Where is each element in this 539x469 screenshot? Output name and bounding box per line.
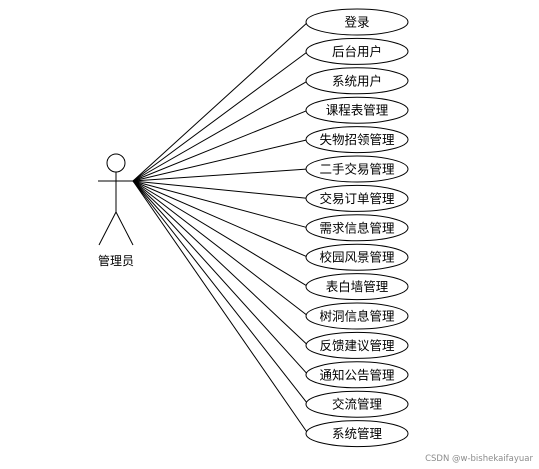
association-lines xyxy=(132,21,309,434)
use-case: 系统用户 xyxy=(305,67,409,95)
use-case-label: 通知公告管理 xyxy=(319,367,395,382)
use-case-label: 表白墙管理 xyxy=(326,279,389,294)
association-line xyxy=(132,109,309,182)
actor-left-leg xyxy=(98,211,117,246)
association-line xyxy=(132,21,309,182)
association-line xyxy=(132,180,309,199)
use-case: 交易订单管理 xyxy=(305,184,409,212)
use-case-label: 交易订单管理 xyxy=(319,191,395,206)
association-line xyxy=(132,139,309,182)
association-line xyxy=(132,180,309,288)
use-case-label: 失物招领管理 xyxy=(319,132,395,147)
use-case-label: 课程表管理 xyxy=(326,103,389,118)
association-line xyxy=(132,180,309,405)
association-line xyxy=(132,168,309,182)
use-case-label: 交流管理 xyxy=(332,397,383,412)
use-case-ellipse xyxy=(305,96,409,124)
use-case-label: 登录 xyxy=(344,15,369,30)
use-case: 登录 xyxy=(305,8,409,36)
association-line xyxy=(132,180,309,376)
use-case-ellipse xyxy=(305,8,409,36)
use-case-label: 后台用户 xyxy=(332,44,382,59)
use-case: 树洞信息管理 xyxy=(305,302,409,330)
association-line xyxy=(132,180,309,258)
actor-label: 管理员 xyxy=(98,253,134,268)
association-line xyxy=(132,50,309,182)
association-line xyxy=(132,180,309,229)
association-line xyxy=(132,180,309,346)
association-line xyxy=(132,80,309,182)
use-case: 校园风景管理 xyxy=(305,243,409,271)
use-case-label: 树洞信息管理 xyxy=(319,309,395,324)
use-case-ellipse xyxy=(305,273,409,301)
use-case: 反馈建议管理 xyxy=(305,331,409,359)
use-case: 二手交易管理 xyxy=(305,155,409,183)
use-case: 课程表管理 xyxy=(305,96,409,124)
use-case-label: 二手交易管理 xyxy=(319,162,395,177)
use-case-label: 反馈建议管理 xyxy=(319,338,395,353)
use-case-ellipse xyxy=(305,420,409,448)
use-case: 通知公告管理 xyxy=(305,361,409,389)
use-case-ellipse xyxy=(305,184,409,212)
use-case-ellipse xyxy=(305,37,409,65)
use-case-ellipse xyxy=(305,361,409,389)
watermark-text: CSDN @w-bishekaifayuar xyxy=(425,454,533,464)
use-case-label: 系统管理 xyxy=(332,426,383,441)
use-case-ellipse xyxy=(305,243,409,271)
use-case-list: 登录后台用户系统用户课程表管理失物招领管理二手交易管理交易订单管理需求信息管理校… xyxy=(305,8,409,448)
use-case: 失物招领管理 xyxy=(305,126,409,154)
use-case: 需求信息管理 xyxy=(305,214,409,242)
use-case-ellipse xyxy=(305,302,409,330)
association-line xyxy=(132,180,309,317)
use-case: 系统管理 xyxy=(305,420,409,448)
actor-right-leg xyxy=(115,211,134,246)
association-line xyxy=(132,180,309,434)
use-case-ellipse xyxy=(305,214,409,242)
use-case-ellipse xyxy=(305,390,409,418)
use-case-ellipse xyxy=(305,331,409,359)
use-case-ellipse xyxy=(305,67,409,95)
use-case-ellipse xyxy=(305,155,409,183)
use-case-label: 校园风景管理 xyxy=(319,250,395,265)
use-case: 后台用户 xyxy=(305,37,409,65)
use-case: 交流管理 xyxy=(305,390,409,418)
use-case-label: 系统用户 xyxy=(332,73,382,88)
use-case: 表白墙管理 xyxy=(305,273,409,301)
actor-admin: 管理员 xyxy=(98,153,134,268)
use-case-ellipse xyxy=(305,126,409,154)
use-case-label: 需求信息管理 xyxy=(319,220,395,235)
actor-head xyxy=(106,153,126,173)
